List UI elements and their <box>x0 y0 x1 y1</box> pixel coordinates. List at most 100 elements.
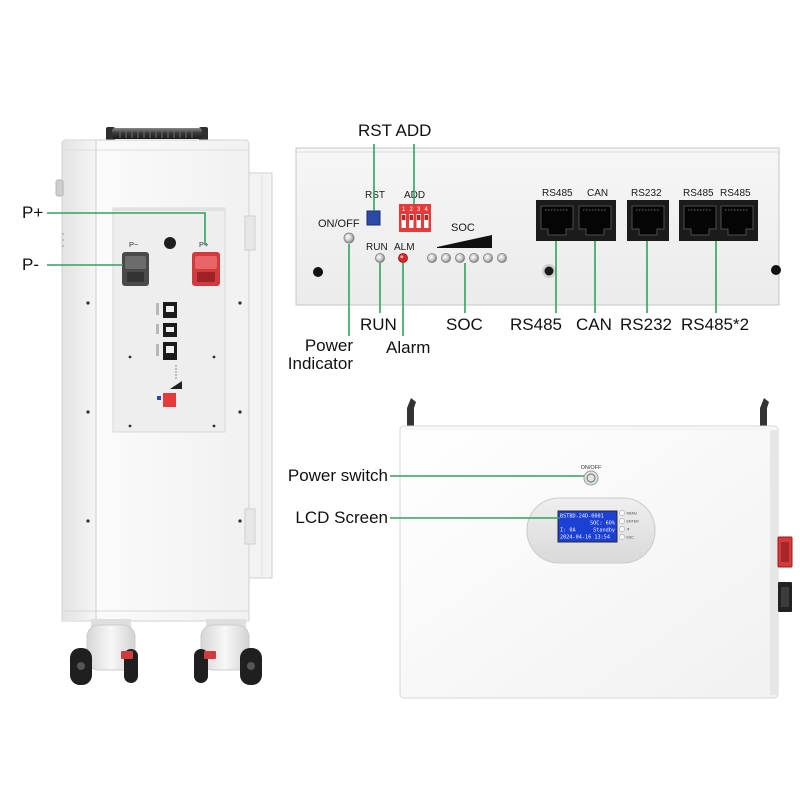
dip-slot-4 <box>424 214 429 228</box>
callout-label-power-indicator-line2: Indicator <box>287 354 353 373</box>
callout-label-alarm: Alarm <box>386 338 431 357</box>
callout-label-rs485: RS485 <box>510 315 562 334</box>
front-screws <box>86 301 242 523</box>
soc-led-4 <box>469 253 479 263</box>
lcd-button-esc <box>619 534 625 540</box>
port-tag-2 <box>156 324 159 334</box>
lcd-line-datetime: 2024-04-16 13:54 <box>560 535 610 541</box>
handle-grip-ridges <box>119 129 193 138</box>
port-3-opening <box>166 346 174 353</box>
caster-left-mount <box>91 619 131 628</box>
lcd-control-module: BSTBD-24D-0001 SOC: 60% I: 0A Standby 20… <box>526 497 656 564</box>
dip-switch-small <box>163 393 176 407</box>
soc-led-6 <box>497 253 507 263</box>
power-knob <box>164 237 176 249</box>
alarm-led <box>398 253 408 263</box>
terminal-panel: P− P+ <box>112 207 226 433</box>
indicator-led-column <box>175 365 177 379</box>
dip-slot-3 <box>416 214 421 228</box>
wall-negative-terminal-inner <box>781 587 789 607</box>
panel-label-alm: ALM <box>394 242 415 253</box>
lcd-button-enter-label: ENTER <box>627 519 640 523</box>
mount-hole-right <box>771 265 781 275</box>
callout-label-p-plus: P+ <box>22 203 44 222</box>
caster-right-mount <box>206 619 246 628</box>
power-switch <box>583 470 599 486</box>
soc-leds <box>427 253 507 263</box>
port-label-can: CAN <box>587 188 608 199</box>
dip-number-4: 4 <box>425 207 429 213</box>
terminal-panel-shadow <box>113 208 225 211</box>
run-led <box>375 253 385 263</box>
callout-label-power-indicator-line1: Power <box>304 336 353 355</box>
callout-label-lcd-screen: LCD Screen <box>295 508 388 527</box>
rs485-port-opening-2 <box>720 205 754 236</box>
lcd-line-current: I: 0A <box>560 528 576 534</box>
dip-slot-2 <box>409 214 414 228</box>
caster-right-hub <box>247 662 255 670</box>
power-indicator-led <box>343 232 355 244</box>
side-port <box>55 179 64 197</box>
port-label-rs485-a: RS485 <box>542 188 573 199</box>
rst-button <box>366 210 381 226</box>
soc-led-1 <box>427 253 437 263</box>
reset-button-small <box>157 396 161 400</box>
wall-switch-label: ON/OFF <box>581 465 602 471</box>
negative-terminal <box>122 252 149 286</box>
wall-unit-negative-terminal <box>778 582 792 612</box>
lcd-line-model: BSTBD-24D-0001 <box>560 514 604 520</box>
lcd-line-status: Standby <box>593 528 615 534</box>
alarm-led-highlight <box>400 255 404 259</box>
port-2-opening <box>166 327 174 332</box>
port-1-opening <box>166 306 174 312</box>
lcd-button-menu <box>619 510 625 516</box>
negative-terminal-label: P− <box>129 240 139 249</box>
mount-hole-left <box>313 267 323 277</box>
hanging-hook-right <box>760 398 769 433</box>
caster-left-hub <box>77 662 85 670</box>
callout-label-rs485x2: RS485*2 <box>681 315 750 334</box>
port-label-rs485-b: RS485 <box>683 188 714 199</box>
dip-number-2: 2 <box>410 207 414 213</box>
dip-knob-2 <box>409 215 413 220</box>
dip-number-3: 3 <box>417 207 421 213</box>
positive-terminal-label: P+ <box>199 240 209 249</box>
lcd-button-menu-label: MENU <box>627 511 638 515</box>
lcd-button-down <box>619 526 625 532</box>
negative-terminal-cap <box>125 256 146 269</box>
rs232-port-opening <box>631 205 665 236</box>
port-block-rs232 <box>627 200 669 241</box>
lcd-button-enter <box>619 518 625 524</box>
callout-line-p-plus <box>47 212 206 245</box>
soc-led-5 <box>483 253 493 263</box>
dip-knob-1 <box>402 215 406 220</box>
panel-label-rst: RST <box>365 190 385 201</box>
caster-right-brake <box>204 651 216 659</box>
lcd-button-esc-label: ESC <box>627 535 635 539</box>
callout-lines <box>47 144 717 519</box>
can-port-opening <box>578 205 612 236</box>
port-label-rs232: RS232 <box>631 188 662 199</box>
hanging-hook-left <box>407 398 416 433</box>
add-dip-switch: 1 2 3 4 <box>399 204 431 232</box>
carry-handle <box>106 127 208 142</box>
bms-control-panel: ON/OFF RST ADD 1 2 3 4 RUN ALM SOC <box>295 147 781 306</box>
port-label-rs485-c: RS485 <box>720 188 751 199</box>
bracket-rail <box>248 172 273 579</box>
port-block-rs485-dual <box>679 200 758 241</box>
callout-label-can: CAN <box>576 315 612 334</box>
callout-label-rst-add: RST ADD <box>358 121 432 140</box>
port-tag-3 <box>156 344 159 356</box>
positive-terminal-socket <box>197 272 215 282</box>
callout-label-run: RUN <box>360 315 397 334</box>
side-vent-dots <box>61 232 65 248</box>
tower-battery: P− P+ <box>55 127 273 685</box>
rs485-port-opening-1 <box>683 205 717 236</box>
caster-left-brake <box>121 651 133 659</box>
bracket-hook-bottom <box>244 508 256 545</box>
dip-number-1: 1 <box>402 207 406 213</box>
callout-label-rs232: RS232 <box>620 315 672 334</box>
panel-label-run: RUN <box>366 242 388 253</box>
